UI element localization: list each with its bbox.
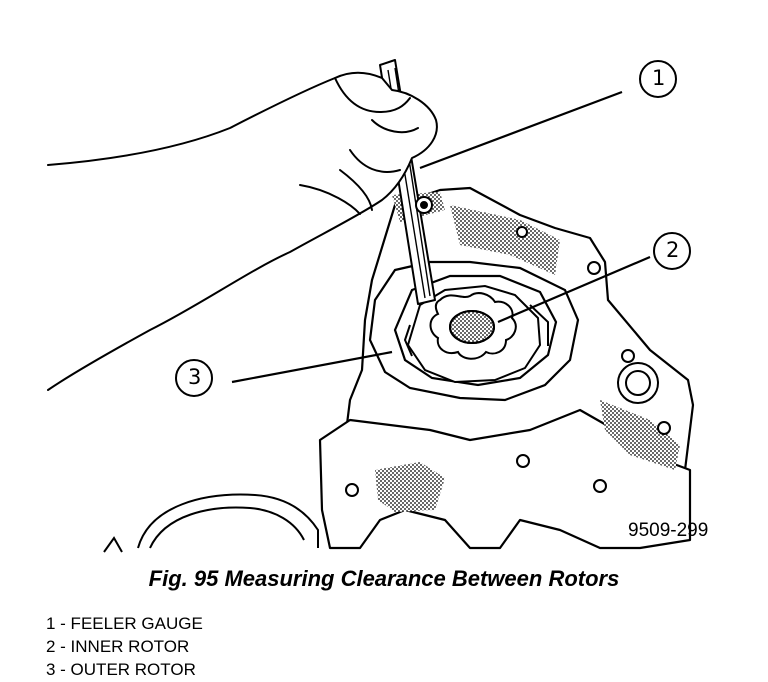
inner-rotor (429, 292, 517, 360)
legend: 1 - FEELER GAUGE 2 - INNER ROTOR 3 - OUT… (46, 612, 203, 681)
callout-2-number: 2 (666, 238, 680, 262)
oil-pump-illustration (47, 59, 695, 553)
cutaway-component (103, 493, 319, 553)
legend-item: 3 - OUTER ROTOR (46, 660, 196, 679)
callout-3-number: 3 (188, 365, 202, 389)
callout-1-number: 1 (652, 66, 666, 90)
hand (47, 71, 438, 391)
callout-circle-3 (175, 359, 213, 397)
leader-lines (231, 90, 651, 384)
figure-caption: Fig. 95 Measuring Clearance Between Roto… (148, 566, 620, 591)
callout-circles (175, 60, 691, 397)
callout-circle-1 (639, 60, 677, 98)
leader-line-2 (497, 255, 651, 324)
leader-line-3 (231, 350, 393, 384)
drawing-number: 9509-299 (628, 520, 709, 541)
callout-circle-2 (653, 232, 691, 270)
legend-item: 2 - INNER ROTOR (46, 637, 190, 656)
bolt-holes (345, 226, 671, 497)
legend-item: 1 - FEELER GAUGE (46, 614, 203, 633)
leader-line-1 (419, 90, 623, 170)
